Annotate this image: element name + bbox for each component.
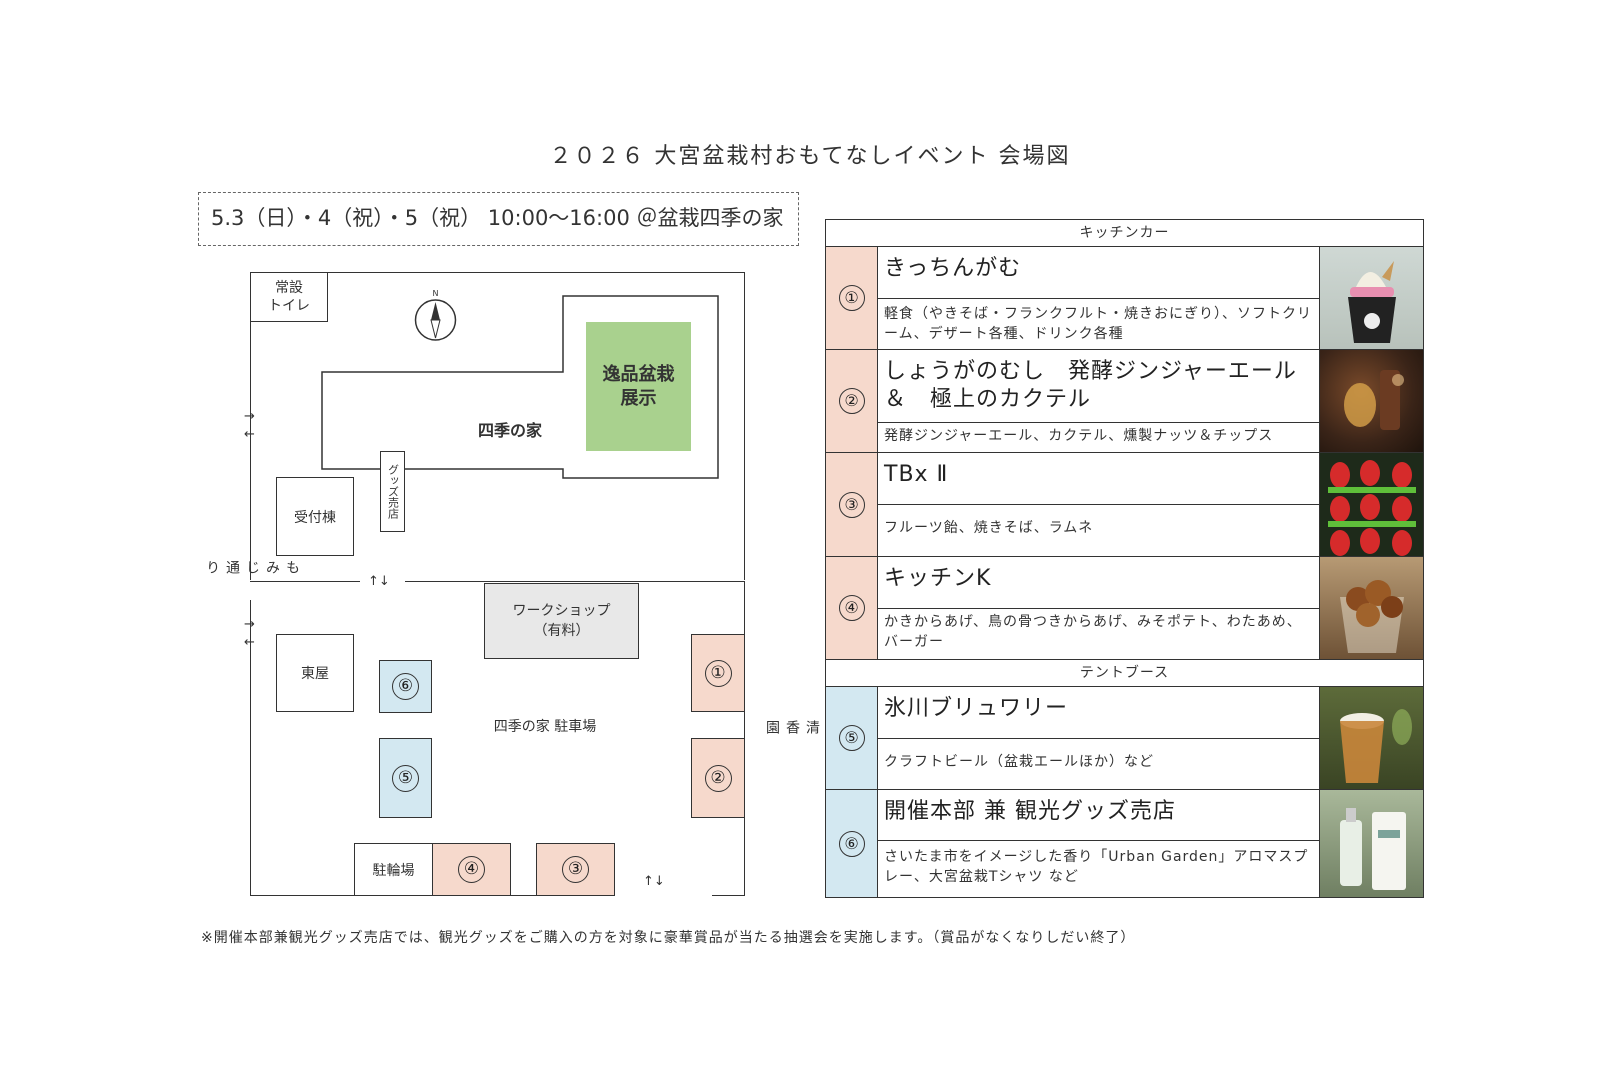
vendor-row-1: ① きっちんがむ 軽食（やきそば・フランクフルト・焼きおにぎり）、ソフトクリーム… (826, 247, 1423, 350)
vendor-table: キッチンカー ① きっちんがむ 軽食（やきそば・フランクフルト・焼きおにぎり）、… (825, 219, 1424, 898)
workshop-fee-label: （有料） (533, 623, 590, 639)
left-entrance-arrow-out: ← (244, 427, 255, 442)
map-left-boundary-lower (250, 600, 251, 896)
vendor-row-1-name: きっちんがむ (878, 247, 1319, 299)
vendor-row-3: ③ TBx Ⅱ フルーツ飴、焼きそば、ラムネ (826, 453, 1423, 557)
vendor-row-4: ④ キッチンK かきからあげ、鳥の骨つきからあげ、みそポテト、わたあめ、バーガー (826, 557, 1423, 660)
vendor-row-1-number-cell: ① (826, 247, 878, 349)
vendor-row-2: ② しょうがのむし 発酵ジンジャーエール＆ 極上のカクテル 発酵ジンジャーエール… (826, 350, 1423, 453)
aroma-spray-photo (1319, 790, 1423, 897)
fruit-candy-photo (1319, 453, 1423, 556)
vendor-row-1-desc: 軽食（やきそば・フランクフルト・焼きおにぎり）、ソフトクリーム、デザート各種、ド… (884, 306, 1312, 342)
vendor-row-5-desc: クラフトビール（盆栽エールほか）など (884, 754, 1154, 770)
map-right-boundary-upper (744, 272, 745, 580)
workshop-area: ワークショップ （有料） (484, 583, 639, 659)
booth-6: ⑥ (379, 660, 432, 713)
road-entry-arrows-top: ↑↓ (368, 574, 390, 589)
restroom-label-1: 常設 (275, 280, 303, 296)
vendor-row-4-number-cell: ④ (826, 557, 878, 659)
internal-road-right (405, 581, 745, 582)
booth-1-number: ① (704, 659, 732, 687)
restroom: 常設 トイレ (250, 272, 328, 322)
vendor-row-2-number: ② (838, 388, 865, 414)
craft-beer-photo (1319, 687, 1423, 789)
vendor-row-6-number-cell: ⑥ (826, 790, 878, 897)
left-entrance-arrow-in: → (244, 409, 255, 424)
booth-5: ⑤ (379, 738, 432, 818)
map-top-boundary (250, 272, 745, 273)
booth-6-number: ⑥ (392, 673, 419, 700)
seikoen-label: 清香園 (764, 720, 820, 736)
bicycle-parking-label: 駐輪場 (372, 862, 415, 879)
booth-3-number: ③ (562, 856, 589, 883)
bonsai-exhibit: 逸品盆栽 展示 (586, 322, 691, 451)
road-entry-arrows-bottom: ↑↓ (643, 874, 665, 889)
parking-label: 四季の家 駐車場 (493, 719, 597, 735)
arbor-label: 東屋 (301, 666, 329, 682)
arbor: 東屋 (276, 634, 354, 712)
vendor-row-4-name: キッチンK (878, 557, 1319, 609)
bonsai-exhibit-label-1: 逸品盆栽 (602, 363, 675, 385)
karaage-photo (1319, 557, 1423, 659)
vendor-row-3-number: ③ (838, 491, 865, 518)
vendor-row-6-desc: さいたま市をイメージした香り「Urban Garden」アロマスプレー、大宮盆栽… (884, 849, 1309, 885)
lower-entrance-arrow-out: ← (244, 635, 255, 650)
vendor-row-3-desc: フルーツ飴、焼きそば、ラムネ (884, 520, 1094, 536)
vendor-row-5-number-cell: ⑤ (826, 687, 878, 789)
reception-label: 受付棟 (294, 509, 336, 526)
workshop-label: ワークショップ (512, 603, 611, 619)
vendor-row-2-number-cell: ② (826, 350, 878, 452)
tent-booth-header: テントブース (826, 660, 1423, 687)
vendor-row-3-name: TBx Ⅱ (878, 453, 1319, 505)
page-title: ２０２６ 大宮盆栽村おもてなしイベント 会場図 (549, 144, 1071, 169)
event-date-banner: 5.3（日）・4（祝）・5（祝） 10:00～16:00 ＠盆栽四季の家 (198, 192, 799, 246)
internal-road-left (250, 581, 360, 582)
vendor-row-4-desc: かきからあげ、鳥の骨つきからあげ、みそポテト、わたあめ、バーガー (884, 614, 1302, 650)
vendor-row-5-name: 氷川ブリュワリー (878, 687, 1319, 739)
map-left-boundary-upper (250, 272, 251, 580)
vendor-row-4-number: ④ (838, 595, 865, 621)
vendor-row-2-desc: 発酵ジンジャーエール、カクテル、燻製ナッツ＆チップス (884, 428, 1274, 444)
vendor-row-3-number-cell: ③ (826, 453, 878, 556)
booth-2-number: ② (704, 764, 732, 792)
bicycle-parking: 駐輪場 (354, 843, 433, 896)
main-house-label: 四季の家 (477, 421, 542, 440)
booth-1: ① (691, 634, 745, 712)
soft-cream-photo (1319, 247, 1423, 349)
vendor-row-6: ⑥ 開催本部 兼 観光グッズ売店 さいたま市をイメージした香り「Urban Ga… (826, 790, 1423, 897)
vendor-row-2-name: しょうがのむし 発酵ジンジャーエール＆ 極上のカクテル (878, 350, 1319, 423)
vendor-row-5: ⑤ 氷川ブリュワリー クラフトビール（盆栽エールほか）など (826, 687, 1423, 790)
compass-icon: N (413, 288, 458, 343)
lower-entrance-arrow-in: → (244, 617, 255, 632)
booth-2: ② (691, 738, 745, 818)
goods-shop-label: グッズ売店 (386, 464, 400, 519)
booth-3: ③ (536, 843, 615, 896)
vendor-row-1-number: ① (838, 285, 865, 311)
footnote: ※開催本部兼観光グッズ売店では、観光グッズをご購入の方を対象に豪華賞品が当たる抽… (201, 930, 1136, 946)
bonsai-exhibit-label-2: 展示 (620, 387, 657, 409)
booth-4: ④ (432, 843, 511, 896)
compass-north-label: N (433, 289, 439, 298)
booth-5-number: ⑤ (392, 764, 419, 792)
kitchen-car-header: キッチンカー (826, 220, 1423, 247)
vendor-row-6-name: 開催本部 兼 観光グッズ売店 (878, 790, 1319, 841)
momiji-street-label: もみじ通り (204, 560, 300, 576)
booth-4-number: ④ (458, 856, 485, 883)
goods-shop: グッズ売店 (380, 451, 405, 532)
reception-building: 受付棟 (276, 477, 354, 556)
restroom-label-2: トイレ (268, 298, 310, 314)
ginger-ale-photo (1319, 350, 1423, 452)
vendor-row-5-number: ⑤ (838, 725, 865, 751)
vendor-row-6-number: ⑥ (838, 830, 865, 857)
map-bottom-boundary-right (712, 895, 745, 896)
